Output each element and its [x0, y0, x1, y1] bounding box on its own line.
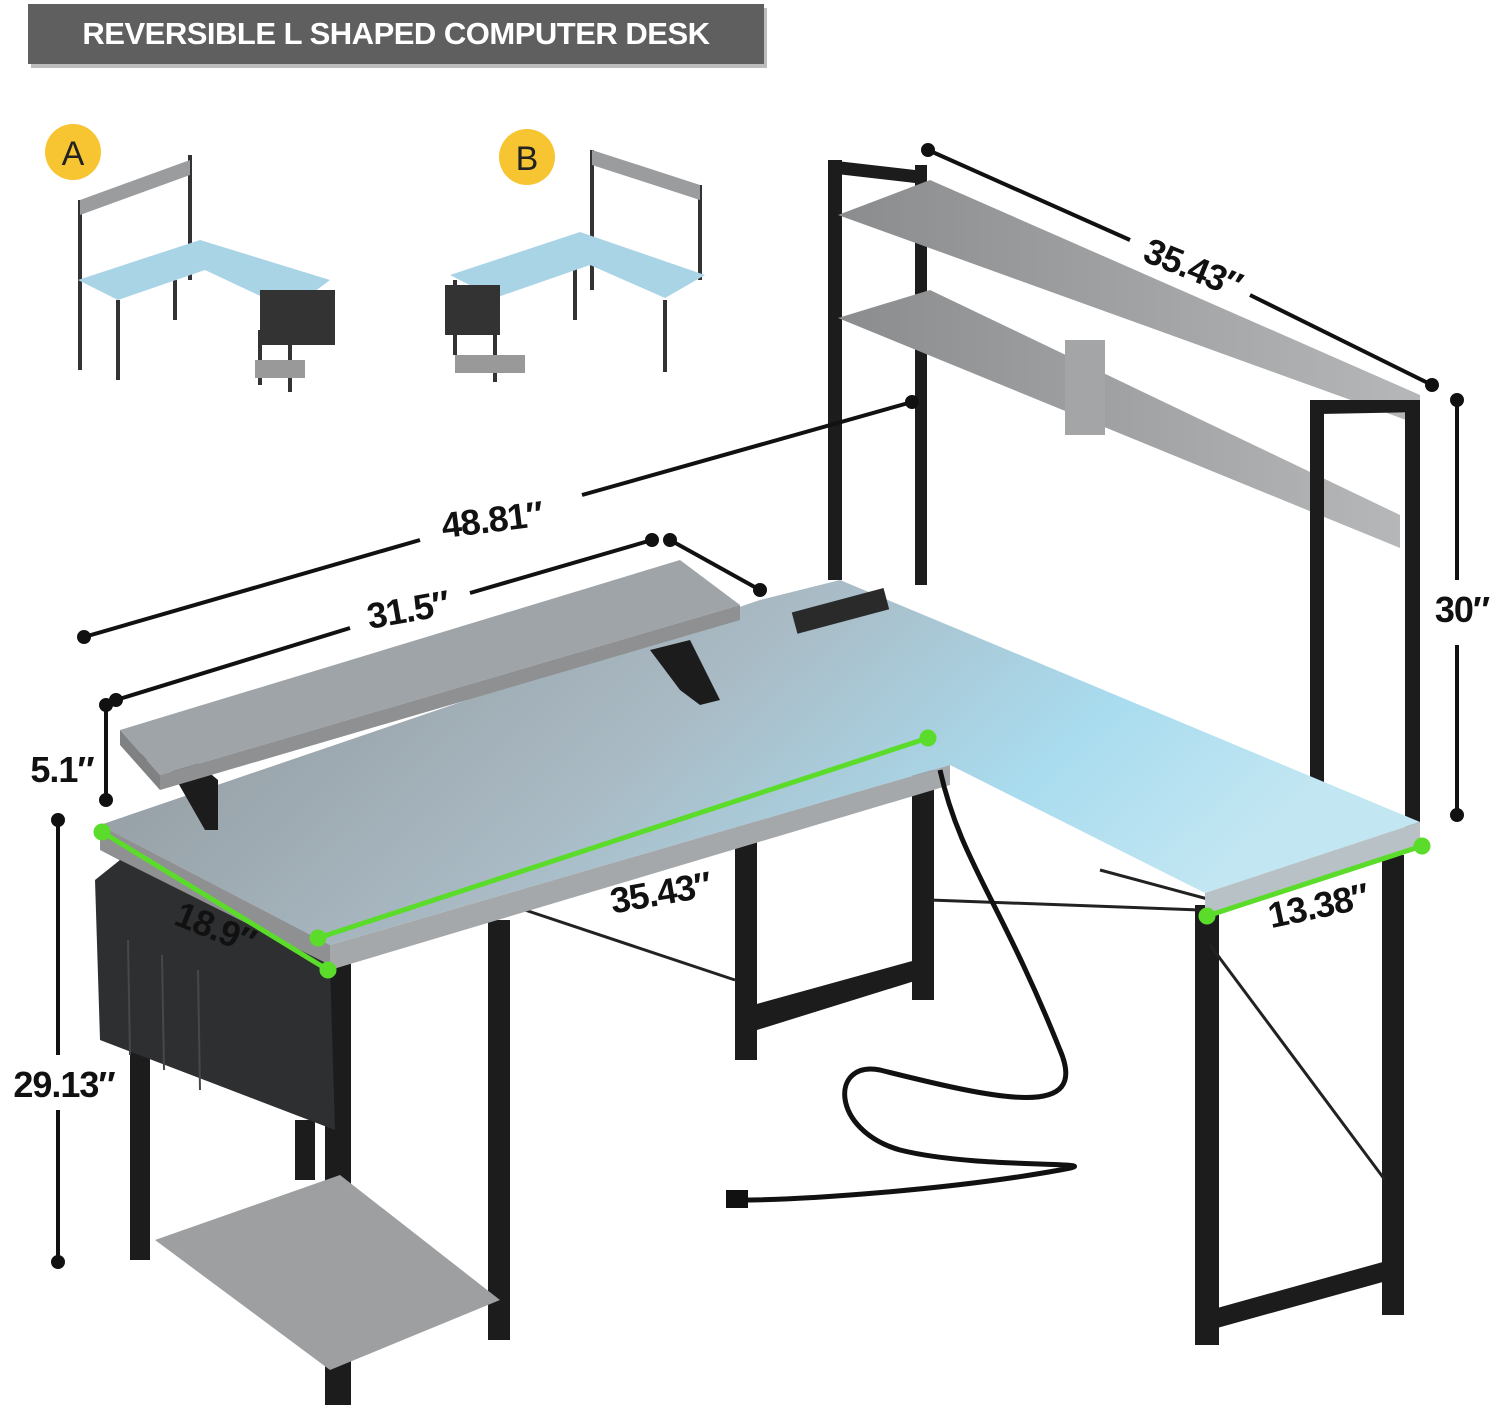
- desk-top: [100, 580, 1420, 945]
- dimension-lines: [51, 143, 1464, 1269]
- monitor-stand-width-label: 31.5″: [364, 582, 453, 637]
- power-strip: [791, 587, 890, 634]
- plug-icon: [726, 1190, 748, 1208]
- monitor-stand: [120, 560, 740, 830]
- variant-a-label: A: [62, 135, 85, 173]
- lower-shelf: [155, 1175, 500, 1370]
- variant-a-thumbnail: A: [45, 124, 335, 392]
- variant-b-badge: [499, 129, 555, 185]
- power-cord: [739, 769, 1078, 1203]
- monitor-stand-height-label: 5.1″: [30, 749, 94, 790]
- total-width-label: 48.81″: [439, 493, 545, 546]
- hutch-height-label: 30″: [1435, 589, 1490, 630]
- variant-b-thumbnail: B: [445, 129, 705, 382]
- variant-b-label: B: [516, 140, 539, 178]
- highlight-dimension-lines: [93, 729, 1431, 979]
- variant-a-badge: [45, 124, 101, 180]
- storage-bag: [95, 860, 335, 1130]
- title-banner: REVERSIBLE L SHAPED COMPUTER DESK: [28, 4, 764, 64]
- desk-height-label: 29.13″: [13, 1064, 115, 1105]
- hutch: [828, 160, 1420, 840]
